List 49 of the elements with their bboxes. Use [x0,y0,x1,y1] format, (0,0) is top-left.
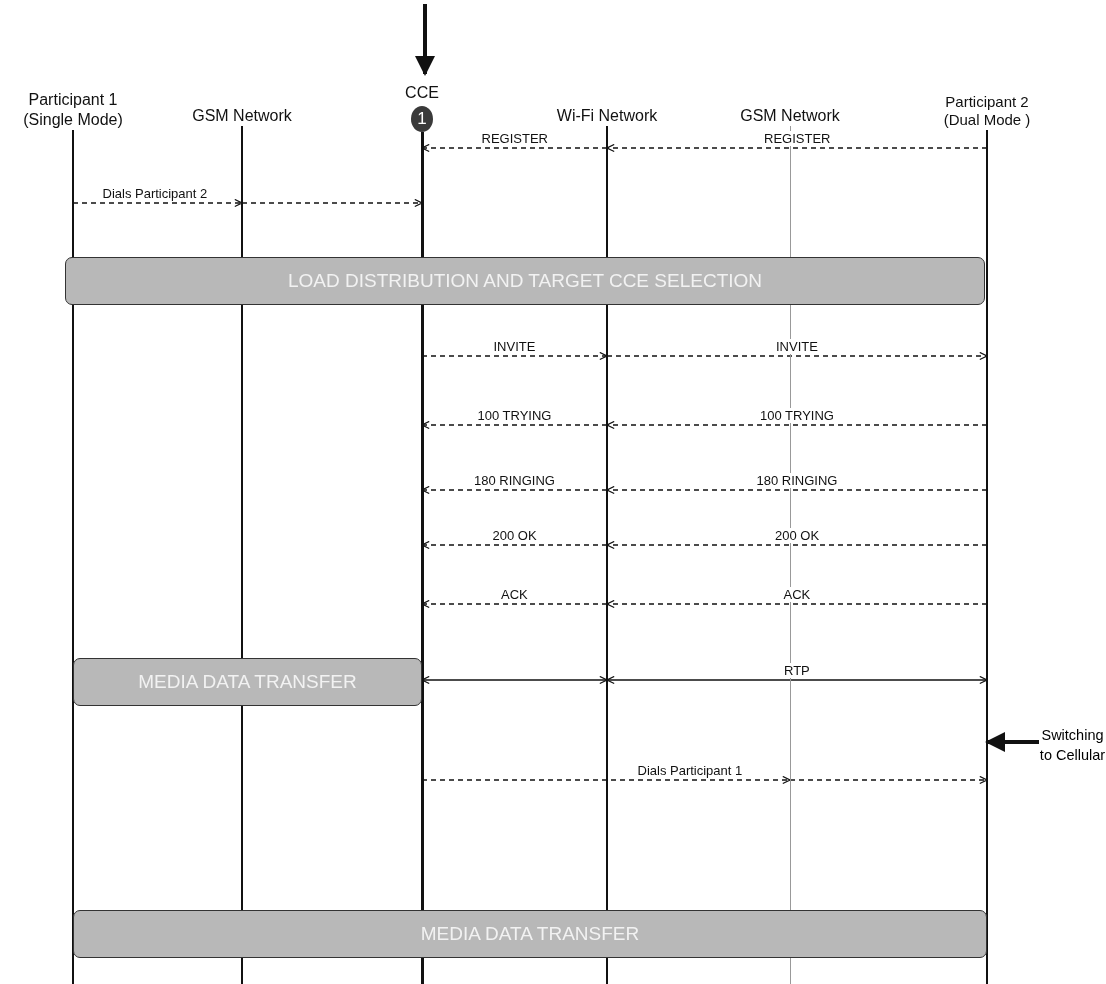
arrow [789,775,988,785]
arrow [421,540,608,550]
arrow [421,675,608,685]
arrow [606,485,988,495]
edge-label: 200 OK [490,528,539,543]
arrow [606,599,988,609]
activity-bar [73,910,987,958]
edge-label: INVITE [491,339,538,354]
participant-label: Participant 1 (Single Mode) [22,90,124,130]
arrow [421,143,608,153]
edge-label: 200 OK [773,528,822,543]
bar-label: LOAD DISTRIBUTION AND TARGET CCE SELECTION [288,270,762,292]
note-text: Switching to Cellular [1039,725,1106,765]
arrow [421,775,791,785]
activity-bar [65,257,985,305]
edge-label: RTP [782,663,812,678]
edge-label: 100 TRYING [475,408,554,423]
arrow [421,351,608,361]
arrow [985,732,1039,752]
participant-label: Participant 2 (Dual Mode ) [942,92,1032,130]
arrow [421,420,608,430]
arrow [606,420,988,430]
arrow [241,198,423,208]
edge-label: INVITE [774,339,820,354]
edge-label: 180 RINGING [472,473,557,488]
arrow [606,351,988,361]
bar-label: MEDIA DATA TRANSFER [420,923,640,945]
activity-bar [73,658,422,706]
edge-label: REGISTER [762,131,833,146]
edge-label: ACK [781,587,813,602]
arrow [606,540,988,550]
arrow [421,599,608,609]
callout-number: 1 [411,106,433,132]
arrow [606,143,988,153]
participant-label: GSM Network [192,106,292,126]
bar-label: MEDIA DATA TRANSFER [138,671,357,693]
participant-label: Wi-Fi Network [556,106,658,126]
arrow [415,4,435,76]
arrow [72,198,243,208]
edge-label: 100 TRYING [758,408,836,423]
arrow [421,485,608,495]
edge-label: Dials Participant 2 [100,186,210,201]
arrow [606,675,988,685]
participant-label: GSM Network [740,106,840,126]
edge-label: REGISTER [479,131,550,146]
participant-label: CCE [405,83,439,103]
edge-label: 180 RINGING [754,473,840,488]
edge-label: Dials Participant 1 [635,763,745,778]
edge-label: ACK [499,587,530,602]
